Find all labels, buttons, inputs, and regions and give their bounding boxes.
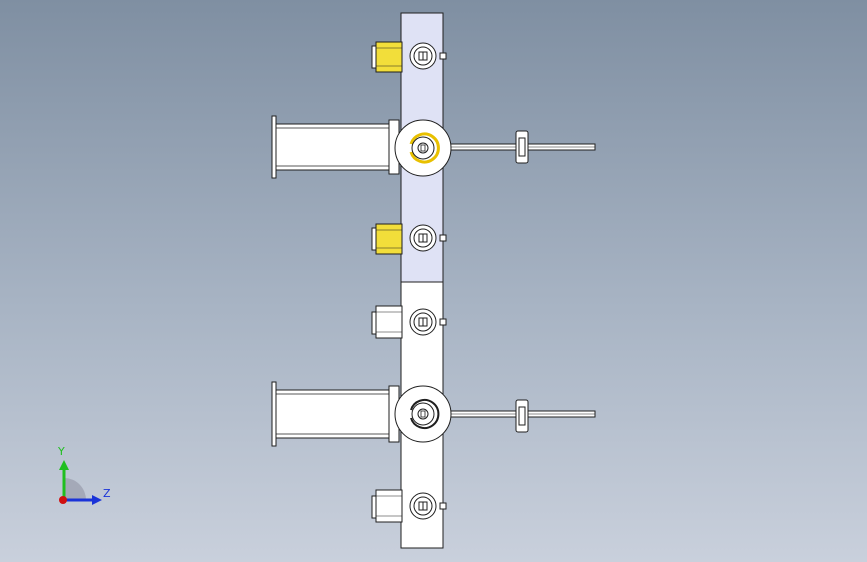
valve-station-4[interactable] — [371, 489, 447, 523]
valve-station-2[interactable] — [371, 223, 447, 255]
upper-rod[interactable] — [448, 130, 596, 164]
lower-cylinder[interactable] — [271, 381, 400, 447]
y-axis-label: Y — [57, 445, 65, 458]
x-axis-dot-icon — [59, 496, 67, 504]
upper-disc[interactable] — [394, 119, 452, 177]
z-axis-label: Z — [103, 487, 111, 500]
lower-rod[interactable] — [448, 399, 596, 433]
valve-station-3[interactable] — [371, 305, 447, 339]
valve-station-1[interactable] — [371, 41, 447, 73]
upper-cylinder[interactable] — [271, 115, 400, 179]
lower-disc[interactable] — [394, 385, 452, 443]
triad-plane-icon — [64, 478, 86, 500]
reference-triad: Y Z — [57, 445, 111, 505]
